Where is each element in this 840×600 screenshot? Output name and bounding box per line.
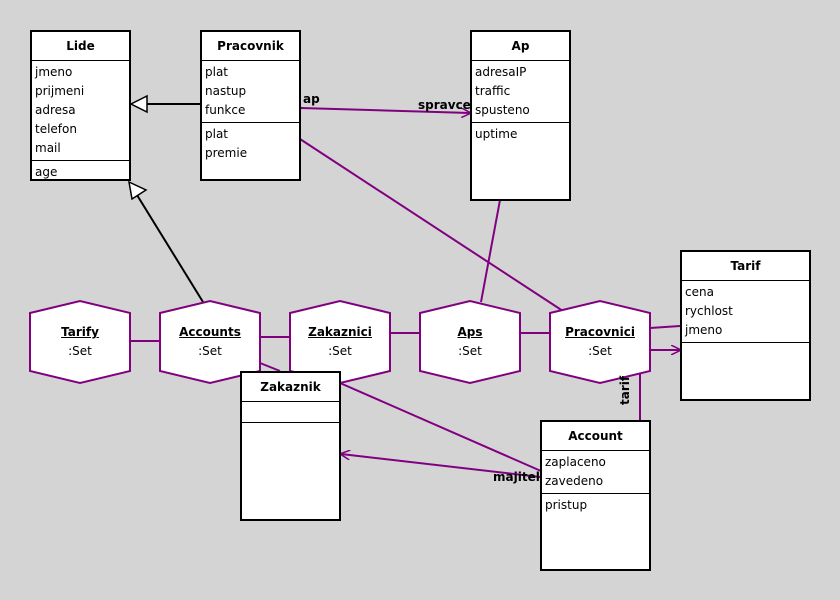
set-accounts[interactable]: Accounts :Set	[155, 323, 265, 361]
set-zakaznici[interactable]: Zakaznici :Set	[285, 323, 395, 361]
attribute: telefon	[35, 122, 77, 136]
attribute: adresa	[35, 103, 76, 117]
set-name: Pracovnici	[565, 325, 635, 339]
set-name: Accounts	[179, 325, 241, 339]
set-name: Tarify	[61, 325, 99, 339]
set-type: :Set	[68, 344, 92, 358]
operation: plat	[205, 127, 229, 141]
attribute: zaplaceno	[545, 455, 606, 469]
operation: age	[35, 165, 58, 179]
operations-section: pristup	[542, 494, 649, 517]
class-ap[interactable]: Ap adresaIP traffic spusteno uptime	[470, 30, 571, 201]
class-name: Zakaznik	[242, 373, 339, 402]
attribute: jmeno	[35, 65, 73, 79]
operations-section: plat premie	[202, 123, 299, 165]
set-type: :Set	[588, 344, 612, 358]
attribute: adresaIP	[475, 65, 527, 79]
inheritance-pracovnik-lide[interactable]	[129, 94, 200, 114]
set-hexagon-aps[interactable]	[419, 299, 521, 385]
class-name: Pracovnik	[202, 32, 299, 61]
operation: premie	[205, 146, 248, 160]
set-type: :Set	[458, 344, 482, 358]
attribute: rychlost	[685, 304, 733, 318]
set-tarify[interactable]: Tarify :Set	[25, 323, 135, 361]
set-type: :Set	[328, 344, 352, 358]
attribute: traffic	[475, 84, 511, 98]
operations-section	[682, 343, 809, 403]
attribute: spusteno	[475, 103, 530, 117]
set-type: :Set	[198, 344, 222, 358]
attributes-section: zaplaceno zavedeno	[542, 451, 649, 494]
role-label-majitel: majitel	[493, 470, 540, 484]
set-pracovnici[interactable]: Pracovnici :Set	[545, 323, 655, 361]
attribute: plat	[205, 65, 229, 79]
class-name: Lide	[32, 32, 129, 61]
assoc-accounts-zakaznik[interactable]	[259, 362, 281, 372]
attributes-section: cena rychlost jmeno	[682, 281, 809, 343]
class-zakaznik[interactable]: Zakaznik	[240, 371, 341, 521]
set-hexagon-tarify[interactable]	[29, 299, 131, 385]
class-name: Tarif	[682, 252, 809, 281]
class-tarif[interactable]: Tarif cena rychlost jmeno	[680, 250, 811, 401]
attribute: nastup	[205, 84, 247, 98]
operations-section: uptime	[472, 123, 569, 146]
assoc-pracovnici-tarif-1[interactable]	[649, 325, 681, 329]
attribute: prijmeni	[35, 84, 85, 98]
assoc-pracovnik-ap[interactable]	[301, 108, 470, 113]
role-label-tarif: tarif	[618, 375, 632, 405]
role-label-ap: ap	[303, 92, 320, 106]
set-name: Zakaznici	[308, 325, 372, 339]
inheritance-accounts-lide[interactable]	[128, 180, 204, 303]
class-account[interactable]: Account zaplaceno zavedeno pristup	[540, 420, 651, 571]
attribute: cena	[685, 285, 714, 299]
attribute: jmeno	[685, 323, 723, 337]
attribute: zavedeno	[545, 474, 604, 488]
class-name: Account	[542, 422, 649, 451]
attribute: funkce	[205, 103, 246, 117]
set-name: Aps	[457, 325, 483, 339]
class-lide[interactable]: Lide jmeno prijmeni adresa telefon mail …	[30, 30, 131, 181]
operations-section	[242, 423, 339, 513]
assoc-pracovnik-pracovnici[interactable]	[299, 138, 567, 314]
assoc-zakaznici-account[interactable]	[339, 382, 542, 472]
class-name: Ap	[472, 32, 569, 61]
operation: uptime	[475, 127, 518, 141]
attributes-section	[242, 402, 339, 423]
operations-section: age	[32, 161, 129, 184]
assoc-account-zakaznik[interactable]	[341, 454, 541, 478]
class-pracovnik[interactable]: Pracovnik plat nastup funkce plat premie	[200, 30, 301, 181]
attributes-section: jmeno prijmeni adresa telefon mail	[32, 61, 129, 161]
attributes-section: plat nastup funkce	[202, 61, 299, 123]
role-label-spravce: spravce	[418, 98, 471, 112]
attributes-section: adresaIP traffic spusteno	[472, 61, 569, 123]
assoc-ap-aps[interactable]	[480, 199, 501, 303]
attribute: mail	[35, 141, 61, 155]
operation: pristup	[545, 498, 588, 512]
set-hexagon-pracovnici[interactable]	[549, 299, 651, 385]
set-aps[interactable]: Aps :Set	[415, 323, 525, 361]
